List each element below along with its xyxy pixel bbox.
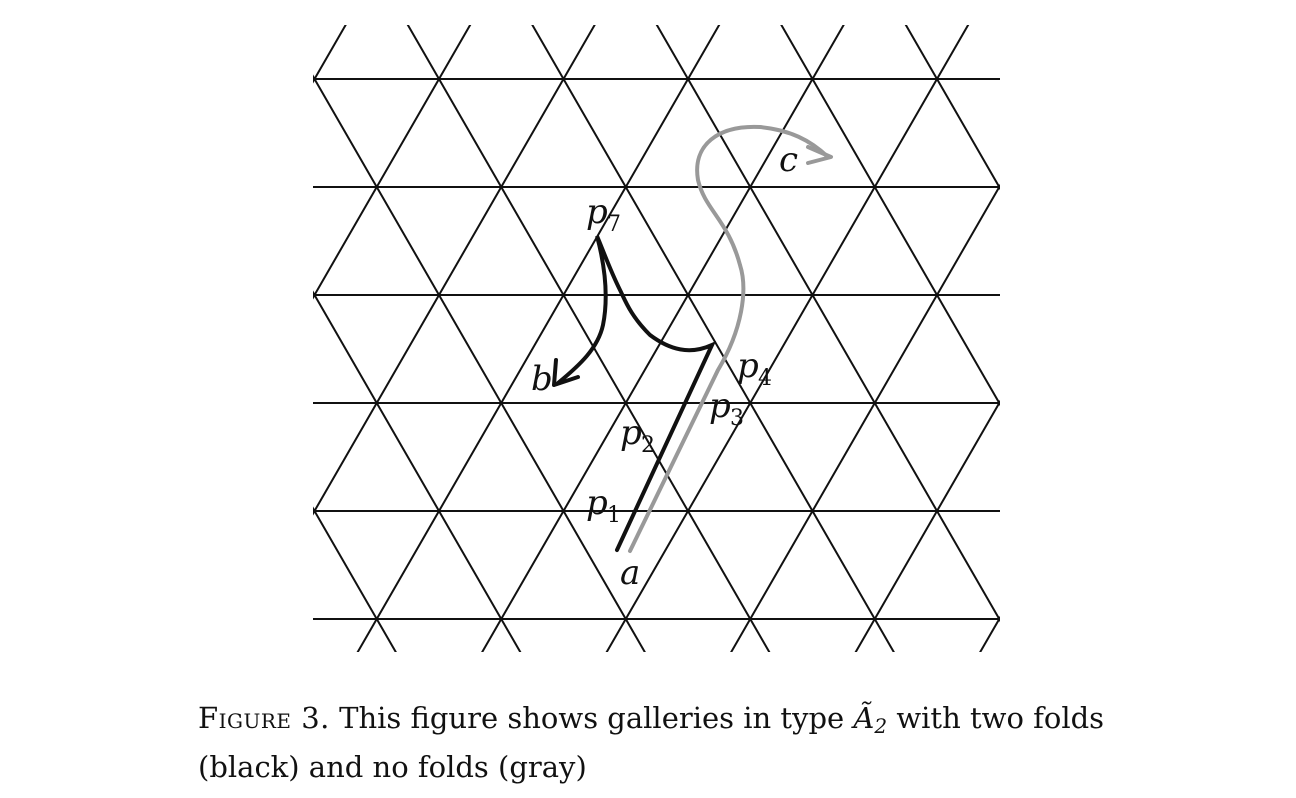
grid-diagonal-line [0, 0, 146, 690]
label-p4: p 4 [737, 346, 772, 391]
svg-text:p: p [586, 483, 608, 523]
grid-diagonal-line [780, 25, 1000, 407]
gray-arrowhead [806, 145, 833, 165]
grid-diagonal-line [1054, 0, 1296, 690]
black-gallery-path [556, 235, 717, 552]
figure: a b c p 1 p 2 p 3 p 4 p 7 [0, 0, 1296, 690]
svg-text:p: p [586, 192, 608, 232]
grid-diagonal-line [730, 183, 1000, 652]
grid-diagonal-line [313, 74, 646, 652]
black-arrowhead [552, 358, 580, 387]
svg-text:3: 3 [730, 406, 744, 431]
grid-diagonal-line [904, 25, 1000, 191]
caption-symbol: Ã2 [853, 701, 888, 738]
grid-diagonal-line [481, 25, 845, 652]
grid-diagonal-line [979, 615, 1000, 652]
grid-diagonal-line [313, 506, 397, 652]
gray-gallery-path [628, 124, 830, 553]
triangular-grid [0, 0, 1296, 690]
grid-diagonal-line [1179, 0, 1296, 690]
grid-diagonal-line [0, 0, 322, 690]
grid-diagonal-line [313, 25, 472, 300]
svg-text:p: p [709, 386, 731, 426]
svg-text:7: 7 [607, 212, 621, 237]
grid-diagonal-line [605, 25, 970, 652]
grid-diagonal-line [0, 0, 73, 690]
grid-diagonal-line [531, 25, 895, 652]
svg-text:2: 2 [641, 433, 655, 458]
grid-diagonal-line [313, 25, 347, 84]
label-c: c [779, 140, 798, 180]
label-b: b [531, 359, 553, 399]
grid-diagonal-line [0, 0, 270, 690]
svg-text:p: p [620, 413, 642, 453]
caption-text-before: This figure shows galleries in type [339, 701, 845, 735]
grid-diagonal-line [356, 25, 721, 652]
label-p7: p 7 [586, 192, 621, 237]
grid-diagonal-line [0, 0, 197, 690]
figure-caption: Figure 3. This figure shows galleries in… [198, 698, 1128, 788]
caption-figure-number: Figure 3. [198, 701, 330, 735]
grid-diagonal-line [313, 25, 596, 516]
svg-text:4: 4 [758, 366, 772, 391]
grid-diagonal-line [655, 25, 1000, 623]
grid-diagonal-line [406, 25, 771, 652]
tessellation-diagram: a b c p 1 p 2 p 3 p 4 p 7 [0, 0, 1296, 690]
label-p1: p 1 [586, 483, 621, 528]
grid-diagonal-line [1106, 0, 1296, 690]
grid-diagonal-line [313, 290, 522, 652]
label-p3: p 3 [709, 386, 744, 431]
svg-text:p: p [737, 346, 759, 386]
label-a: a [620, 553, 640, 593]
grid-diagonal-line [0, 0, 21, 690]
grid-diagonal-line [1230, 0, 1296, 690]
label-p2: p 2 [620, 413, 655, 458]
caption-text-after: with two folds (black) and no folds (gra… [198, 701, 1105, 784]
grid-diagonal-line [981, 0, 1296, 690]
grid-diagonal-line [854, 399, 1000, 652]
svg-text:1: 1 [607, 503, 621, 528]
